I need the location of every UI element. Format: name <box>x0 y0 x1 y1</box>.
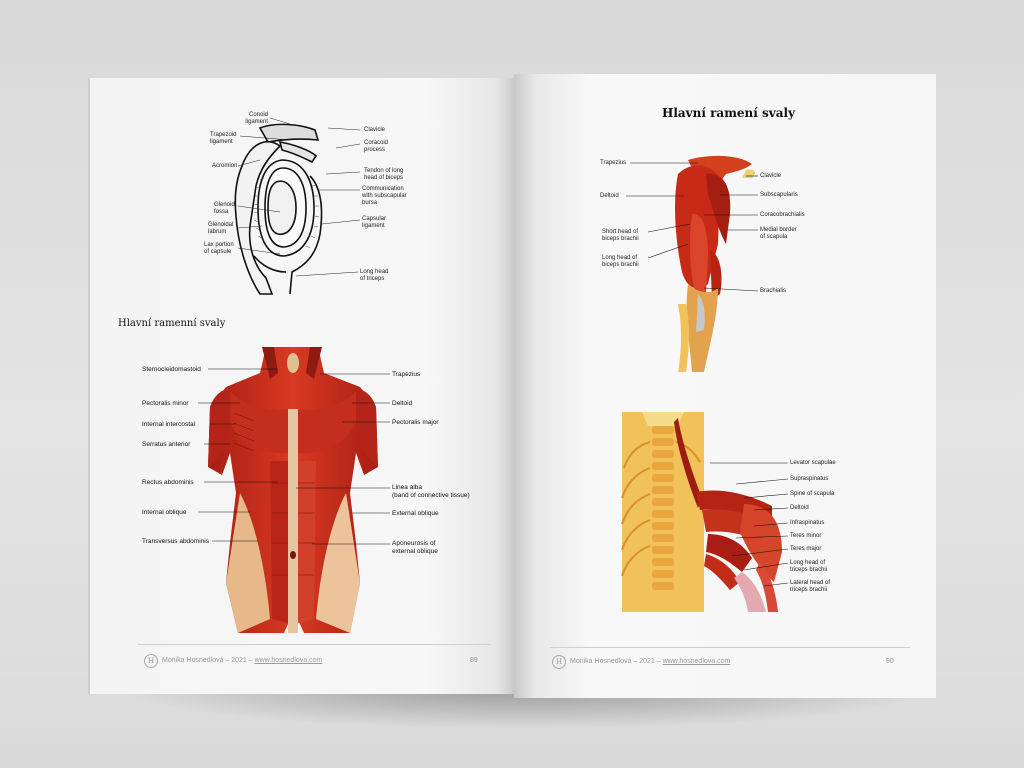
label-transversus-abdominis: Transversus abdominis <box>142 538 209 545</box>
label-arm-clavicle: Clavicle <box>760 173 782 179</box>
footer-author-right: Monika Hosnedlová – 2021 – <box>570 658 661 665</box>
right-page: Hlavní ramení svaly Trapezius Deltoid Sh… <box>514 74 936 698</box>
label-long-head-biceps: Long head of biceps brachii <box>602 255 639 268</box>
arm-muscles-illustration <box>675 155 755 372</box>
label-spine-of-scapula: Spine of scapula <box>790 491 835 497</box>
footer-link-right[interactable]: www.hosnedlova.com <box>662 658 731 665</box>
label-glenoid-fossa: Glenoid fossa <box>214 202 235 215</box>
label-clavicle: Clavicle <box>364 127 386 133</box>
label-arm-trapezius: Trapezius <box>600 160 627 166</box>
label-capsular-ligament: Capsular ligament <box>362 216 387 229</box>
shoulder-joint-illustration <box>234 123 323 295</box>
label-deltoid: Deltoid <box>392 400 413 407</box>
label-sternocleidomastoid: Sternocleidomastoid <box>142 366 201 373</box>
label-aponeurosis-external-oblique: Aponeurosis of external oblique <box>392 540 438 555</box>
label-teres-minor: Teres minor <box>790 533 822 539</box>
label-long-head-triceps: Long head of triceps <box>360 269 389 282</box>
label-serratus-anterior: Serratus anterior <box>142 441 191 448</box>
back-shoulder-illustration <box>621 412 782 612</box>
torso-leader-lines <box>198 368 390 545</box>
footer-author-left: Monika Hosnedlová – 2021 – <box>162 657 253 664</box>
label-internal-oblique: Internal oblique <box>142 509 187 516</box>
label-subscapularis: Subscapularis <box>760 192 798 198</box>
label-supraspinatus: Supraspinatus <box>790 476 829 482</box>
label-short-head-biceps: Short head of biceps brachii <box>602 229 639 242</box>
page-number-right: 90 <box>886 658 894 665</box>
section-title-left: Hlavní ramenní svaly <box>118 318 226 329</box>
label-rectus-abdominis: Rectus abdominis <box>142 479 194 486</box>
label-arm-deltoid: Deltoid <box>600 193 619 199</box>
footer-link-left[interactable]: www.hosnedlova.com <box>254 657 323 664</box>
left-page: Conoid ligament Trapezoid ligament Acrom… <box>88 78 514 694</box>
footer-divider-left <box>138 644 490 645</box>
label-trapezius: Trapezius <box>392 371 421 378</box>
label-tendon-long-head-biceps: Tendon of long head of biceps <box>364 168 404 181</box>
label-brachialis: Brachialis <box>760 288 787 294</box>
label-pectoralis-major: Pectoralis major <box>392 419 439 426</box>
label-communication-subscapular-bursa: Communication with subscapular bursa <box>362 186 407 206</box>
footer-right: Monika Hosnedlová – 2021 – www.hosnedlov… <box>570 658 730 665</box>
label-lax-portion-of-capsule: Lax portion of capsule <box>204 242 234 255</box>
footer-left: Monika Hosnedlová – 2021 – www.hosnedlov… <box>162 657 322 664</box>
label-coracoid-process: Coracoid process <box>364 140 389 153</box>
right-page-leader-lines <box>626 162 789 587</box>
label-internal-intercostal: Internal intercostal <box>142 421 196 428</box>
label-infraspinatus: Infraspinatus <box>790 520 825 526</box>
label-trapezoid-ligament: Trapezoid ligament <box>210 132 237 145</box>
label-long-head-triceps-brachii: Long head of triceps brachii <box>790 560 828 573</box>
label-external-oblique: External oblique <box>392 510 439 517</box>
label-acromion: Acromion <box>212 163 238 169</box>
page-number-left: 89 <box>470 657 478 664</box>
label-pectoralis-minor: Pectoralis minor <box>142 400 189 407</box>
label-back-deltoid: Deltoid <box>790 505 809 511</box>
footer-divider-right <box>550 647 910 648</box>
page-title-right: Hlavní ramení svaly <box>662 106 796 120</box>
author-logo-left: H <box>144 654 158 668</box>
label-linea-alba: Linea alba (band of connective tissue) <box>392 484 470 499</box>
torso-muscles-illustration <box>208 347 378 633</box>
author-logo-right: H <box>552 655 566 669</box>
label-lateral-head-triceps-brachii: Lateral head of triceps brachii <box>790 580 831 593</box>
label-glenoidal-labrum: Glenoidal labrum <box>208 222 234 235</box>
label-conoid-ligament: Conoid ligament <box>245 112 268 125</box>
label-teres-major: Teres major <box>790 546 822 552</box>
label-coracobrachialis: Coracobrachialis <box>760 212 805 218</box>
label-medial-border-scapula: Medial border of scapula <box>760 227 797 240</box>
label-levator-scapulae: Levator scapulae <box>790 460 836 466</box>
shoulder-leader-lines <box>237 117 361 277</box>
